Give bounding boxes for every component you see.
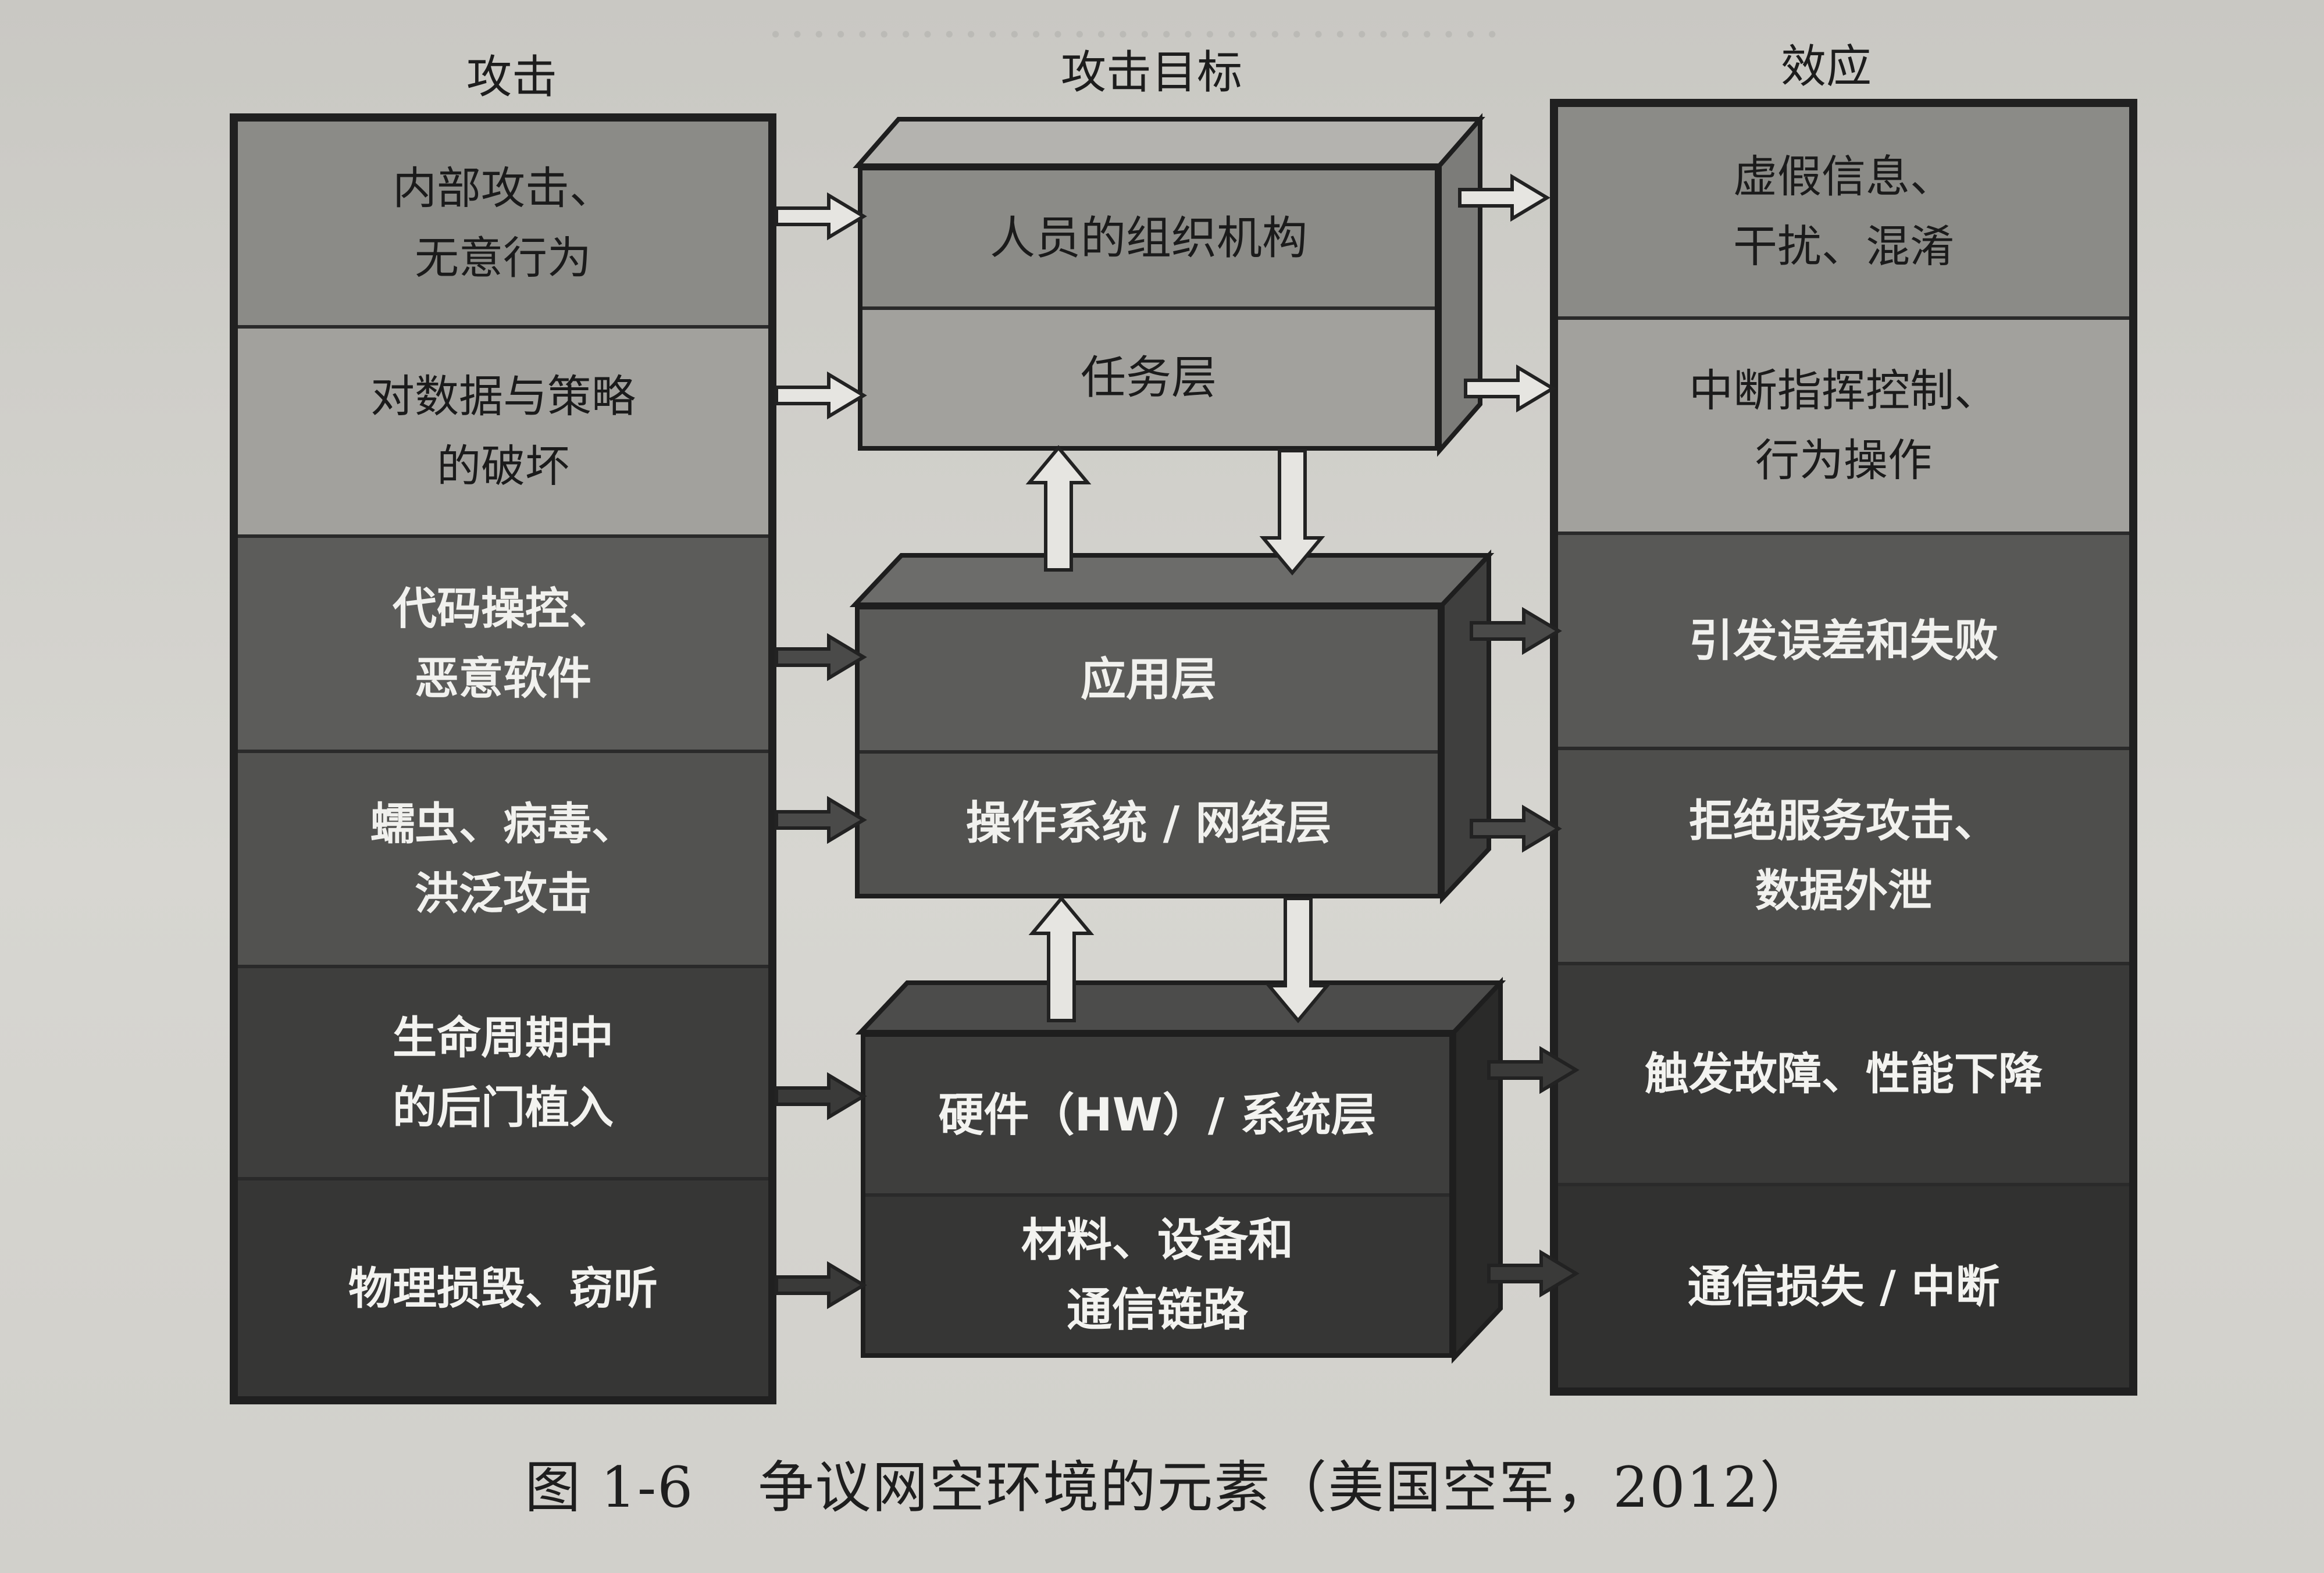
effect-comms-loss: 通信损失 / 中断: [1558, 1183, 2129, 1387]
arrow-down-top-to-middle: [1263, 451, 1321, 573]
arrow-attack-to-target-3: [776, 636, 864, 678]
effect-errors: 引发误差和失败: [1558, 532, 2129, 747]
attack-malware: 代码操控、 恶意软件: [238, 534, 768, 750]
target-os-network-layer: 操作系统 / 网络层: [860, 750, 1438, 894]
arrow-target-to-effect-6: [1489, 1253, 1576, 1294]
target-application-layer: 应用层: [860, 609, 1438, 750]
arrow-attack-to-target-1: [776, 195, 864, 237]
target-mission-layer: 任务层: [862, 306, 1435, 446]
attack-insider: 内部攻击、 无意行为: [238, 122, 768, 325]
header-effects: 效应: [1780, 41, 1872, 93]
arrow-attack-to-target-6: [776, 1264, 864, 1306]
arrow-up-middle-to-top: [1029, 448, 1088, 570]
attack-data-policy: 对数据与策略 的破坏: [238, 325, 768, 534]
attack-physical: 物理损毁、窃听: [238, 1177, 768, 1396]
arrow-attack-to-target-2: [776, 374, 864, 416]
arrow-target-to-effect-4: [1471, 808, 1559, 850]
effects-column: 虚假信息、 干扰、混淆 中断指挥控制、 行为操作 引发误差和失败 拒绝服务攻击、…: [1550, 99, 2137, 1396]
arrow-target-to-effect-2: [1466, 368, 1553, 409]
arrow-attack-to-target-5: [776, 1075, 864, 1117]
figure-caption-text: 争议网空环境的元素（美国空军，2012）: [758, 1455, 1817, 1520]
arrow-target-to-effect-1: [1460, 177, 1547, 219]
effect-misinformation: 虚假信息、 干扰、混淆: [1558, 107, 2129, 316]
arrow-up-bottom-to-middle: [1032, 898, 1090, 1021]
attacks-column: 内部攻击、 无意行为 对数据与策略 的破坏 代码操控、 恶意软件 蠕虫、病毒、 …: [230, 113, 776, 1404]
attack-worms: 蠕虫、病毒、 洪泛攻击: [238, 750, 768, 965]
arrow-attack-to-target-4: [776, 799, 864, 841]
effect-dos: 拒绝服务攻击、 数据外泄: [1558, 747, 2129, 962]
arrow-down-middle-to-bottom: [1269, 898, 1327, 1021]
header-targets: 攻击目标: [1060, 47, 1242, 99]
effect-faults: 触发故障、性能下降: [1558, 962, 2129, 1183]
target-hardware-system-layer: 硬件（HW）/ 系统层: [865, 1037, 1449, 1193]
bleed-through-texture: ··································: [768, 6, 1506, 64]
target-personnel-org: 人员的组织机构: [862, 170, 1435, 306]
figure-number: 图 1-6: [525, 1455, 694, 1520]
attack-backdoor: 生命周期中 的后门植入: [238, 965, 768, 1177]
arrow-target-to-effect-3: [1471, 610, 1559, 652]
target-materials-links: 材料、设备和 通信链路: [865, 1193, 1449, 1353]
header-attacks: 攻击: [466, 51, 557, 104]
arrow-target-to-effect-5: [1489, 1049, 1576, 1091]
effect-c2-disruption: 中断指挥控制、 行为操作: [1558, 316, 2129, 532]
figure-caption: 图 1-6 争议网空环境的元素（美国空军，2012）: [0, 1442, 2324, 1523]
